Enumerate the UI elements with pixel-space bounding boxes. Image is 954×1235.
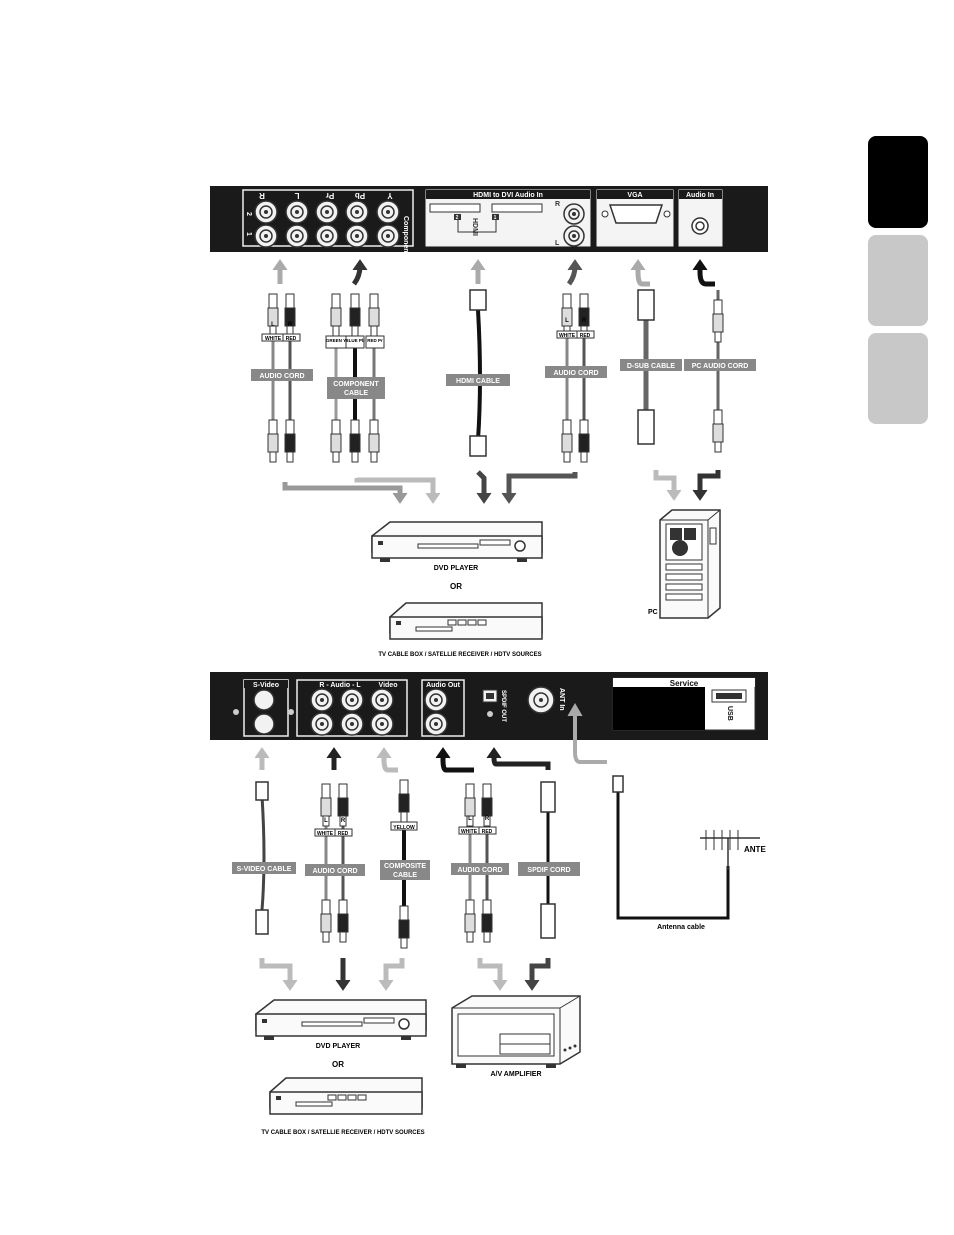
- bottom-cord2-l: L: [468, 816, 472, 822]
- bottom-cord1-white: WHITE: [317, 831, 334, 837]
- component-title: Component: [402, 216, 409, 256]
- component-col-pr: Pr: [326, 191, 334, 200]
- audio-in-title: Audio In: [686, 192, 714, 199]
- bottom-up-arrows: [254, 703, 607, 773]
- ant-in-label: ANT In: [558, 688, 565, 711]
- bottom-audio-cord-1: WHITE RED L R AUDIO CORD: [305, 783, 365, 943]
- top-audio-cord-1-label: AUDIO CORD: [259, 373, 304, 380]
- component-col-l: L: [294, 191, 299, 200]
- bottom-cord2-red: RED: [482, 829, 493, 835]
- top-component-cable-label-1: COMPONENT: [333, 381, 379, 388]
- vga-port: [608, 204, 664, 224]
- bottom-dvd-player-label: DVD PLAYER: [316, 1043, 360, 1050]
- av-amplifier: [451, 995, 581, 1068]
- component-col-y: Y: [387, 191, 393, 200]
- top-component-cable: GREEN Y BLUE Pb RED Pr COMPONENT CABLE: [325, 293, 385, 463]
- hdmi-port-1: 1: [494, 215, 497, 221]
- audio-out-title: Audio Out: [426, 682, 460, 689]
- top-component-cable-label-2: CABLE: [344, 390, 368, 397]
- top-down-arrows: [282, 470, 721, 504]
- top-cord2-r: R: [582, 318, 587, 324]
- top-cord1-r: R: [288, 322, 293, 328]
- hdmi-title: HDMI to DVI Audio In: [473, 192, 543, 199]
- bottom-cord1-red: RED: [338, 831, 349, 837]
- side-tab-2: [868, 235, 928, 326]
- top-tv-sources-label: TV CABLE BOX / SATELLIE RECEIVER / HDTV …: [378, 652, 541, 658]
- bottom-cord1-r: R: [341, 818, 346, 824]
- hdmi-audio-l-mark: L: [555, 240, 560, 247]
- bottom-down-arrows: [259, 958, 551, 991]
- side-tab-1: [868, 136, 928, 228]
- bottom-audio-cord-1-label: AUDIO CORD: [312, 868, 357, 875]
- svideo-title: S-Video: [253, 682, 279, 689]
- antenna-label: ANTE: [744, 845, 766, 854]
- bottom-or-label: OR: [332, 1060, 344, 1069]
- bottom-dvd-player: [255, 999, 427, 1041]
- top-dsub-cable: D-SUB CABLE: [620, 289, 682, 445]
- bottom-audio-cord-2: WHITE RED L R AUDIO CORD: [451, 783, 509, 943]
- bottom-cord1-l: L: [324, 818, 328, 824]
- bottom-back-panel: S-Video R - Audio - L Video Audio Out SP…: [210, 672, 768, 740]
- top-audio-cord-2-label: AUDIO CORD: [553, 370, 598, 377]
- component-col-r: R: [259, 191, 265, 200]
- side-tab-3: [868, 333, 928, 424]
- bottom-stb: [269, 1077, 423, 1115]
- top-back-panel: Component R L Pr Pb Y 2 1 HDMI to DVI Au…: [210, 186, 768, 256]
- vga-title: VGA: [627, 192, 642, 199]
- top-cord2-red: RED: [580, 333, 591, 339]
- audio-title: R - Audio - L: [319, 682, 361, 689]
- usb-label: USB: [726, 706, 733, 721]
- antenna-cable-label: Antenna cable: [657, 924, 705, 931]
- top-stb: [389, 602, 543, 640]
- top-dvd-player-label: DVD PLAYER: [434, 565, 478, 572]
- bottom-composite-cable-label-1: COMPOSITE: [384, 863, 426, 870]
- antenna: [612, 775, 760, 920]
- video-title: Video: [379, 682, 398, 689]
- pc-label: PC: [648, 609, 658, 616]
- bottom-yellow: YELLOW: [393, 825, 415, 831]
- top-audio-cord-2: WHITE RED L R AUDIO CORD: [545, 293, 607, 463]
- bottom-composite-cable: YELLOW COMPOSITE CABLE: [380, 779, 430, 949]
- bottom-svideo-cable-label: S-VIDEO CABLE: [237, 866, 292, 873]
- top-pc-audio-cord: PC AUDIO CORD: [684, 290, 756, 453]
- bottom-cord2-r: R: [485, 816, 490, 822]
- top-or-label: OR: [450, 582, 462, 591]
- top-dsub-cable-label: D-SUB CABLE: [627, 363, 676, 370]
- spdif-label: SPDIF OUT: [500, 690, 506, 722]
- top-cord1-red: RED: [286, 336, 297, 342]
- top-up-arrows: [272, 259, 715, 287]
- bottom-composite-cable-label-2: CABLE: [393, 872, 417, 879]
- row-mark-2: 2: [245, 212, 252, 216]
- top-green-y: GREEN Y: [326, 338, 346, 343]
- component-col-pb: Pb: [355, 191, 365, 200]
- hdmi-audio-r-mark: R: [555, 201, 560, 208]
- hdmi-port-2: 2: [456, 215, 459, 221]
- top-pc-audio-cord-label: PC AUDIO CORD: [692, 363, 749, 370]
- bottom-tv-sources-label: TV CABLE BOX / SATELLIE RECEIVER / HDTV …: [261, 1130, 424, 1136]
- hdmi-vertical-label: HDMI: [471, 218, 478, 236]
- bottom-audio-cord-2-label: AUDIO CORD: [457, 867, 502, 874]
- service-title: Service: [670, 679, 699, 688]
- top-blue-pb: BLUE Pb: [345, 338, 365, 343]
- bottom-cord2-white: WHITE: [461, 829, 478, 835]
- top-red-pr: RED Pr: [367, 338, 383, 343]
- top-cord1-white: WHITE: [265, 336, 282, 342]
- av-amplifier-label: A/V AMPLIFIER: [490, 1071, 541, 1078]
- top-dvd-player: [371, 521, 543, 563]
- bottom-spdif-cord: SPDIF CORD: [518, 781, 580, 939]
- top-hdmi-cable: HDMI CABLE: [446, 289, 510, 457]
- top-cord2-white: WHITE: [559, 333, 576, 339]
- row-mark-1: 1: [245, 232, 252, 236]
- top-audio-cord-1: WHITE RED L R AUDIO CORD: [251, 293, 313, 463]
- pc-tower: [659, 509, 721, 619]
- top-cord1-l: L: [271, 322, 275, 328]
- top-hdmi-cable-label: HDMI CABLE: [456, 378, 500, 385]
- bottom-svideo-cable: S-VIDEO CABLE: [232, 781, 296, 935]
- top-cord2-l: L: [565, 318, 569, 324]
- bottom-spdif-cord-label: SPDIF CORD: [527, 867, 570, 874]
